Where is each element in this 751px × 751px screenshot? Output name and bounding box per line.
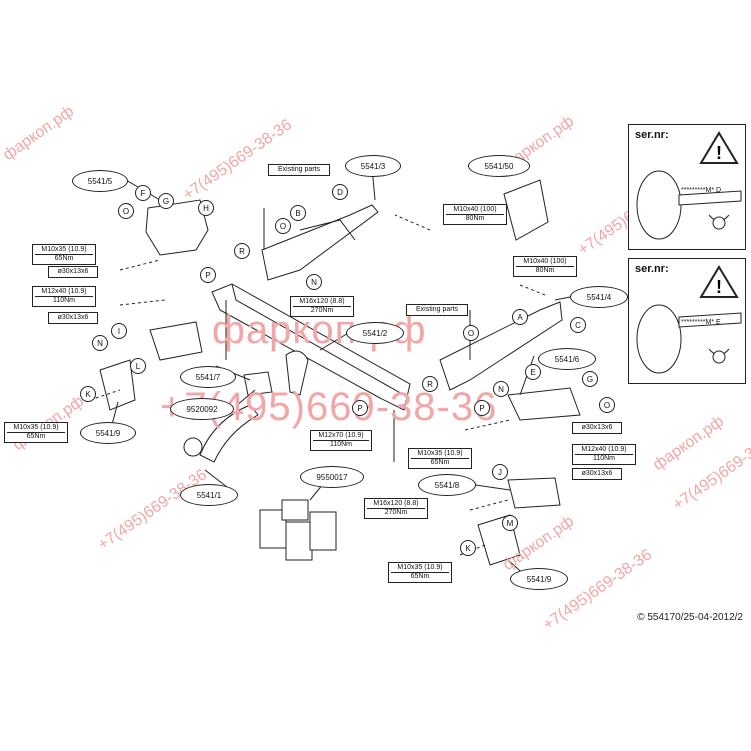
marker-n-1: N <box>306 274 322 290</box>
spec-line: 110Nm <box>329 441 353 448</box>
callout-9520092: 9520092 <box>170 398 234 420</box>
serial-title: ser.nr: <box>635 263 669 275</box>
spec-line: 65Nm <box>26 433 46 440</box>
callout-5541-2: 5541/2 <box>346 322 404 344</box>
serial-code-e: *********M* E <box>681 319 721 326</box>
callout-5541-4: 5541/4 <box>570 286 628 308</box>
marker-g-1: G <box>158 193 174 209</box>
spec-line: ø30x13x6 <box>57 268 89 275</box>
callout-5541-7: 5541/7 <box>180 366 236 388</box>
spec-line: 110Nm <box>592 455 616 462</box>
marker-r-1: R <box>234 243 250 259</box>
spec-d30-left-b: ø30x13x6 <box>48 312 98 324</box>
spec-m16x120-top: M16x120 (8.8) 270Nm <box>290 296 354 317</box>
spec-line: M12x70 (10.9) <box>313 432 369 441</box>
spec-line: ø30x13x6 <box>57 314 89 321</box>
copyright-text: © 554170/25-04-2012/2 <box>637 612 743 623</box>
spec-d30-left-a: ø30x13x6 <box>48 266 98 278</box>
spec-line: M10x35 (10.9) <box>411 450 469 459</box>
callout-9550017: 9550017 <box>300 466 364 488</box>
spec-line: ø30x13x6 <box>581 470 613 477</box>
marker-i: I <box>111 323 127 339</box>
spec-line: 65Nm <box>430 459 450 466</box>
marker-c: C <box>570 317 586 333</box>
warning-icon: ! <box>699 265 739 298</box>
callout-5541-8: 5541/8 <box>418 474 476 496</box>
spec-line: 80Nm <box>465 215 485 222</box>
spec-m16x120-bottom: M16x120 (8.8) 270Nm <box>364 498 428 519</box>
spec-m10x35-left-lower: M10x35 (10.9) 65Nm <box>4 422 68 443</box>
marker-k-2: K <box>460 540 476 556</box>
serial-code-d: *********M* D <box>681 187 722 194</box>
svg-text:!: ! <box>716 143 722 163</box>
spec-m12x70: M12x70 (10.9) 110Nm <box>310 430 372 451</box>
spec-m12x40-left: M12x40 (10.9) 110Nm <box>32 286 96 307</box>
spec-m10x35-center: M10x35 (10.9) 65Nm <box>408 448 472 469</box>
warning-icon: ! <box>699 131 739 164</box>
marker-o-2: O <box>275 218 291 234</box>
marker-a: A <box>512 309 528 325</box>
spec-line: 270Nm <box>384 509 408 516</box>
marker-r-2: R <box>422 376 438 392</box>
marker-n-3: N <box>493 381 509 397</box>
spec-d30-right-a: ø30x13x6 <box>572 422 622 434</box>
marker-b: B <box>290 205 306 221</box>
spec-line: ø30x13x6 <box>581 424 613 431</box>
callout-5541-9-right: 5541/9 <box>510 568 568 590</box>
spec-line: M10x40 (100) <box>516 258 574 267</box>
marker-p-3: P <box>352 400 368 416</box>
marker-n-2: N <box>92 335 108 351</box>
marker-k-1: K <box>80 386 96 402</box>
svg-text:!: ! <box>716 277 722 297</box>
marker-e: E <box>525 364 541 380</box>
marker-o-4: O <box>599 397 615 413</box>
spec-line: M10x40 (100) <box>446 206 504 215</box>
spec-line: 80Nm <box>535 267 555 274</box>
serial-panel-d: ser.nr: ! *********M* D <box>628 124 746 250</box>
marker-p-1: P <box>200 267 216 283</box>
spec-m10x35-bottom: M10x35 (10.9) 65Nm <box>388 562 452 583</box>
spec-line: M12x40 (10.9) <box>35 288 93 297</box>
callout-5541-6: 5541/6 <box>538 348 596 370</box>
serial-plate-drawing <box>636 304 742 374</box>
marker-p-2: P <box>474 400 490 416</box>
marker-g-2: G <box>582 371 598 387</box>
spec-m12x40-right: M12x40 (10.9) 110Nm <box>572 444 636 465</box>
callout-5541-1: 5541/1 <box>180 484 238 506</box>
callout-5541-5: 5541/5 <box>72 170 128 192</box>
callout-5541-3: 5541/3 <box>345 155 401 177</box>
marker-h: H <box>198 200 214 216</box>
spec-line: M16x120 (8.8) <box>367 500 425 509</box>
spec-m10x40-right: M10x40 (100) 80Nm <box>513 256 577 277</box>
marker-m: M <box>502 515 518 531</box>
spec-line: M10x35 (10.9) <box>7 424 65 433</box>
spec-m10x40-top: M10x40 (100) 80Nm <box>443 204 507 225</box>
spec-line: 65Nm <box>410 573 430 580</box>
spec-d30-right-b: ø30x13x6 <box>572 468 622 480</box>
label-existing-parts-2: Existing parts <box>406 304 468 316</box>
callout-5541-9-left: 5541/9 <box>80 422 136 444</box>
spec-line: M10x35 (10.9) <box>35 246 93 255</box>
marker-f: F <box>135 185 151 201</box>
marker-o-3: O <box>463 325 479 341</box>
marker-j: J <box>492 464 508 480</box>
spec-line: M12x40 (10.9) <box>575 446 633 455</box>
spec-line: 270Nm <box>310 307 334 314</box>
marker-l: L <box>130 358 146 374</box>
marker-o-1: O <box>118 203 134 219</box>
callout-5541-50: 5541/50 <box>468 155 530 177</box>
label-existing-parts-1: Existing parts <box>268 164 330 176</box>
spec-line: 65Nm <box>54 255 74 262</box>
serial-plate-drawing <box>636 170 742 240</box>
serial-title: ser.nr: <box>635 129 669 141</box>
spec-line: M10x35 (10.9) <box>391 564 449 573</box>
spec-m10x35-left-upper: M10x35 (10.9) 65Nm <box>32 244 96 265</box>
marker-d: D <box>332 184 348 200</box>
spec-line: 110Nm <box>52 297 76 304</box>
serial-panel-e: ser.nr: ! *********M* E <box>628 258 746 384</box>
spec-line: M16x120 (8.8) <box>293 298 351 307</box>
